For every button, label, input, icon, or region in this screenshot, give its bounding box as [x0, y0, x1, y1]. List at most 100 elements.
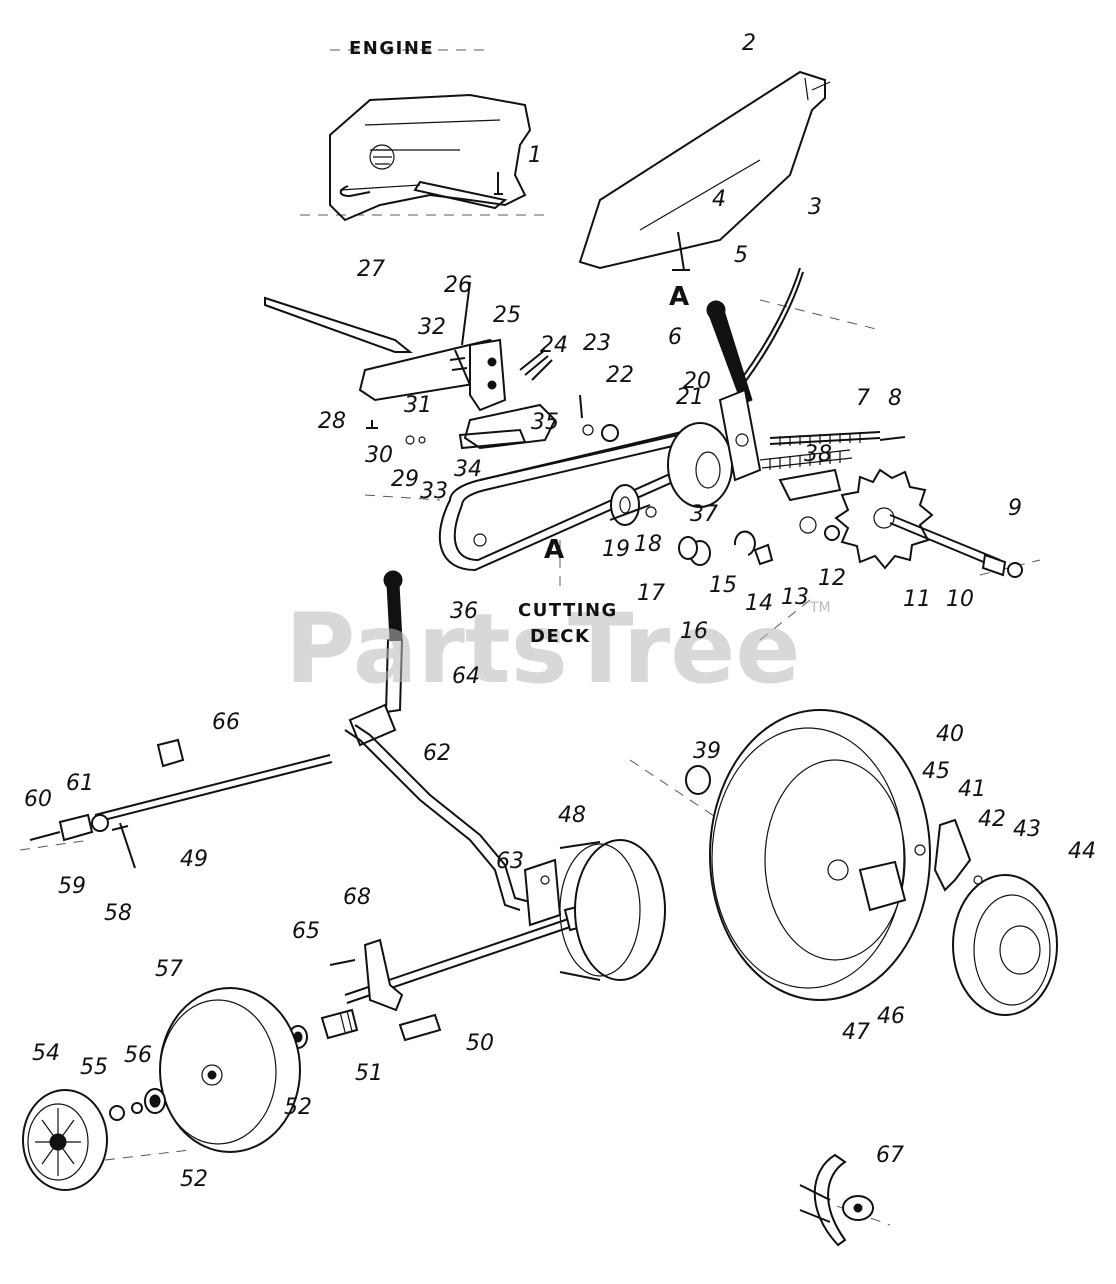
- chain-38: [759, 449, 853, 470]
- pulley-19: [609, 484, 651, 526]
- callout-6: 6: [668, 325, 682, 350]
- callout-52: 52: [180, 1167, 208, 1192]
- callout-38: 38: [804, 442, 832, 467]
- callout-16: 16: [680, 619, 708, 644]
- callout-52: 52: [284, 1095, 312, 1120]
- callout-29: 29: [391, 467, 419, 492]
- bearings-52-55-56: [109, 1088, 166, 1121]
- wheel-57: [159, 987, 301, 1153]
- callout-64: 64: [452, 664, 480, 689]
- callout-32: 32: [418, 315, 446, 340]
- callout-7: 7: [856, 386, 870, 411]
- cutting-deck-label-line1: CUTTING: [518, 600, 618, 621]
- callout-48: 48: [558, 803, 586, 828]
- callout-46: 46: [877, 1004, 905, 1029]
- callout-61: 61: [66, 771, 94, 796]
- callout-60: 60: [24, 787, 52, 812]
- callout-5: 5: [734, 243, 748, 268]
- callout-59: 59: [58, 874, 86, 899]
- callout-58: 58: [104, 901, 132, 926]
- callout-55: 55: [80, 1055, 108, 1080]
- callout-30: 30: [365, 443, 393, 468]
- callout-37: 37: [690, 502, 718, 527]
- callout-22: 22: [606, 363, 634, 388]
- callout-39: 39: [693, 739, 721, 764]
- callout-67: 67: [876, 1143, 904, 1168]
- callout-2: 2: [742, 31, 756, 56]
- watermark-trademark: TM: [809, 600, 831, 616]
- front-axle-50: [288, 903, 592, 1049]
- ref-marker-a-bottom: A: [544, 535, 564, 565]
- ref-marker-a-top: A: [669, 282, 689, 312]
- callout-36: 36: [450, 599, 478, 624]
- callout-50: 50: [466, 1031, 494, 1056]
- hubcap-44: [952, 874, 1058, 1016]
- callout-11: 11: [903, 587, 931, 612]
- hubcap-54: [22, 1089, 108, 1191]
- wheel-48: [559, 839, 666, 981]
- callout-47: 47: [842, 1020, 870, 1045]
- height-adjuster-63: [344, 724, 562, 927]
- callout-51: 51: [355, 1061, 383, 1086]
- lever-64: [348, 570, 404, 747]
- spring-7: [769, 431, 881, 446]
- callout-68: 68: [343, 885, 371, 910]
- callout-12: 12: [818, 566, 846, 591]
- callout-42: 42: [978, 807, 1006, 832]
- callout-19: 19: [602, 537, 630, 562]
- callout-40: 40: [936, 722, 964, 747]
- part-67-clip: [799, 1153, 874, 1247]
- part-60-61-59: [29, 813, 136, 869]
- callout-33: 33: [420, 479, 448, 504]
- part-27-blade: [264, 296, 413, 353]
- callout-49: 49: [180, 847, 208, 872]
- axle-10: [889, 514, 1023, 578]
- part-8-pin: [879, 436, 906, 441]
- callout-23: 23: [583, 331, 611, 356]
- callout-45: 45: [922, 759, 950, 784]
- callout-34: 34: [454, 457, 482, 482]
- callout-63: 63: [496, 849, 524, 874]
- callout-25: 25: [493, 303, 521, 328]
- callout-27: 27: [357, 257, 385, 282]
- small-hardware: [579, 394, 842, 566]
- callout-66: 66: [212, 710, 240, 735]
- sprocket-11: [834, 468, 934, 570]
- callout-20: 20: [683, 369, 711, 394]
- engine-label: ENGINE: [349, 38, 434, 59]
- part-18-washer: [645, 506, 657, 518]
- callout-26: 26: [444, 273, 472, 298]
- callout-8: 8: [888, 386, 902, 411]
- callout-62: 62: [423, 741, 451, 766]
- pulley-37: [667, 422, 733, 508]
- callout-54: 54: [32, 1041, 60, 1066]
- callout-18: 18: [634, 532, 662, 557]
- callout-41: 41: [958, 777, 986, 802]
- callout-14: 14: [745, 591, 773, 616]
- callout-13: 13: [781, 585, 809, 610]
- engine-drawing: [329, 93, 532, 222]
- callout-28: 28: [318, 409, 346, 434]
- part-3-cover: [578, 70, 831, 271]
- bracket-41-42-43: [933, 818, 983, 892]
- callout-3: 3: [808, 195, 822, 220]
- rear-wheel-40: [685, 709, 931, 1001]
- callout-9: 9: [1008, 496, 1022, 521]
- callout-1: 1: [528, 143, 542, 168]
- watermark-text: PartsTree: [285, 593, 800, 705]
- callout-57: 57: [155, 957, 183, 982]
- callout-21: 21: [676, 385, 704, 410]
- callout-44: 44: [1068, 839, 1096, 864]
- callout-15: 15: [709, 573, 737, 598]
- callout-17: 17: [637, 581, 665, 606]
- callout-10: 10: [946, 587, 974, 612]
- callout-31: 31: [404, 393, 432, 418]
- callout-35: 35: [531, 410, 559, 435]
- callout-4: 4: [712, 187, 726, 212]
- part-25-bracket: [358, 281, 557, 450]
- callout-65: 65: [292, 919, 320, 944]
- callout-24: 24: [540, 333, 568, 358]
